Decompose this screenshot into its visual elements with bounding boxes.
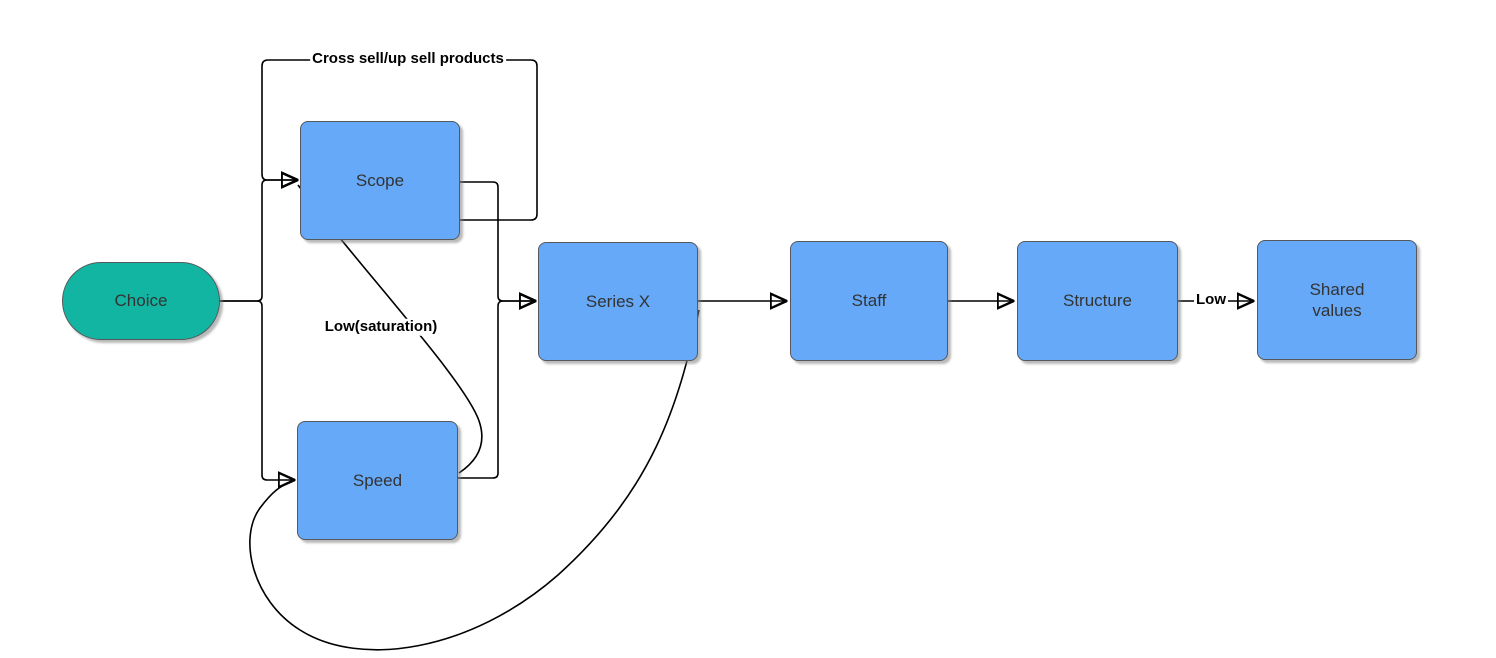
node-series-x-label: Series X	[585, 291, 651, 311]
node-staff[interactable]: Staff	[790, 241, 948, 361]
edge-speed-seriesx[interactable]	[458, 301, 535, 479]
node-shared-values[interactable]: Shared values	[1257, 240, 1417, 360]
node-structure[interactable]: Structure	[1017, 241, 1178, 361]
node-scope-label: Scope	[355, 170, 405, 190]
node-speed[interactable]: Speed	[297, 421, 458, 540]
node-series-x[interactable]: Series X	[538, 242, 698, 361]
node-choice[interactable]: Choice	[62, 262, 220, 340]
node-speed-label: Speed	[352, 470, 403, 490]
node-staff-label: Staff	[851, 291, 887, 311]
edge-choice-speed[interactable]	[220, 300, 294, 480]
edge-speed-scope-curve[interactable]	[297, 184, 483, 474]
node-choice-label: Choice	[114, 291, 168, 311]
edge-label-cross-sell: Cross sell/up sell products	[310, 49, 506, 68]
edge-label-low-saturation: Low(saturation)	[322, 317, 440, 336]
node-shared-values-label: Shared values	[1309, 279, 1365, 320]
edge-seriesx-speed-curve[interactable]	[249, 309, 700, 651]
edge-choice-scope[interactable]	[220, 180, 297, 302]
node-scope[interactable]: Scope	[300, 121, 460, 240]
node-structure-label: Structure	[1063, 291, 1132, 311]
edge-scope-seriesx[interactable]	[460, 181, 535, 301]
edge-label-low: Low	[1194, 290, 1228, 309]
